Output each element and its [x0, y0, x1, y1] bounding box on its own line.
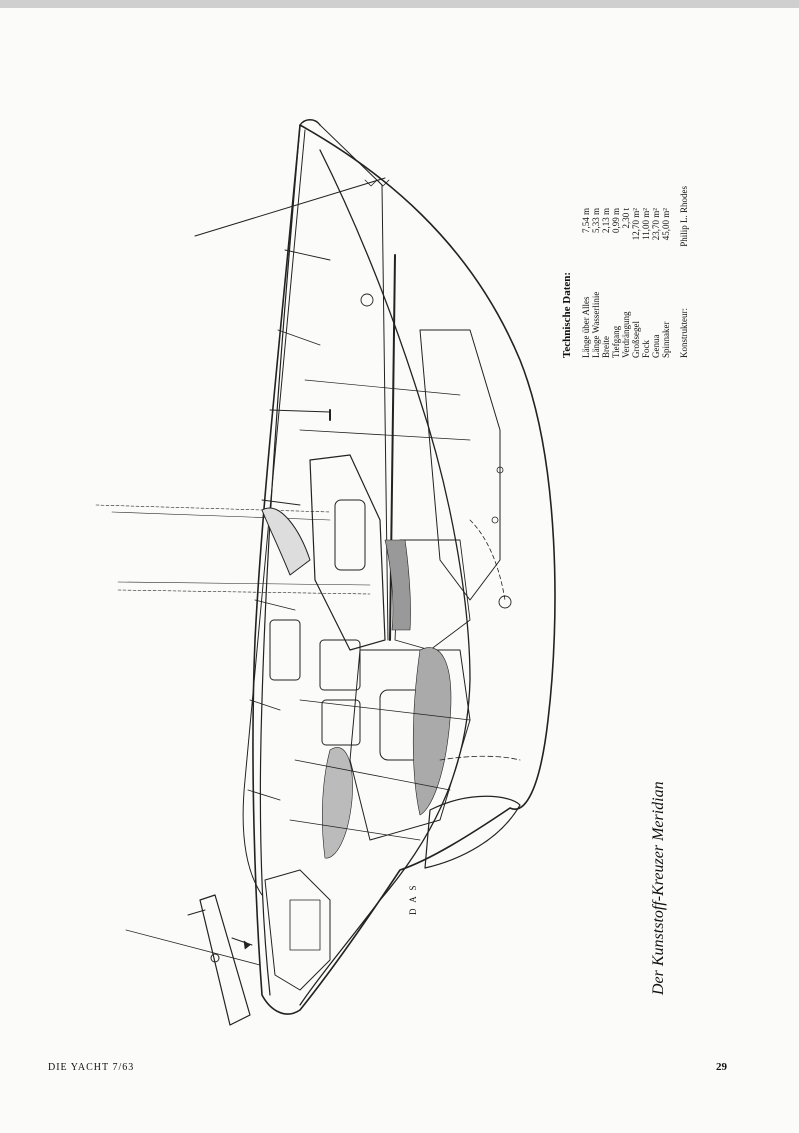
spec-value: 5,33 m — [591, 208, 601, 234]
caption-block: Der Kunststoff-Kreuzer Meridian — [645, 735, 673, 995]
spec-value: 45,00 m² — [661, 208, 671, 241]
designer-label: Konstrukteur: — [679, 308, 689, 358]
lifeline — [242, 129, 306, 896]
spec-value: 2,13 m — [601, 208, 611, 234]
spec-label: Breite — [601, 336, 611, 358]
spec-row: Breite 2,13 m — [601, 208, 611, 358]
spec-label: Spinnaker — [661, 321, 671, 359]
footer-magazine: DIE YACHT 7/63 — [48, 1062, 135, 1073]
deck-line — [299, 149, 471, 1006]
spec-row: Genua 23,70 m² — [651, 208, 661, 358]
spec-row: Spinnaker 45,00 m² — [661, 208, 671, 358]
spec-row: Fock 11,00 m² — [641, 208, 651, 358]
hull-outline — [252, 124, 556, 1015]
spec-row: Verdrängung 2,30 t — [621, 208, 631, 358]
spec-value: 0,99 m — [611, 208, 621, 234]
artist-initials: D A S — [408, 883, 418, 915]
technical-data-block: Technische Daten: Länge über Alles 7,54 m… — [547, 158, 717, 358]
designer-credit: Konstrukteur: Philip L. Rhodes — [679, 158, 689, 358]
page-number: 29 — [716, 1061, 727, 1073]
spec-label: Verdrängung — [621, 311, 631, 359]
spec-row: Länge über Alles 7,54 m — [581, 208, 591, 358]
spec-row: Länge Wasserlinie 5,33 m — [591, 208, 601, 358]
spec-label: Genua — [651, 334, 661, 359]
rudder-blade — [199, 894, 251, 1026]
cabin-top — [309, 454, 386, 651]
forestay — [194, 177, 386, 237]
spec-row: Großsegel 12,70 m² — [631, 208, 641, 358]
technical-data-list: Länge über Alles 7,54 m Länge Wasserlinie… — [581, 158, 671, 358]
spec-value: 11,00 m² — [641, 208, 651, 240]
designer-name: Philip L. Rhodes — [679, 186, 689, 247]
spec-label: Fock — [641, 340, 651, 358]
spec-value: 23,70 m² — [651, 208, 661, 241]
spec-label: Länge über Alles — [581, 296, 591, 358]
keel-outline — [424, 795, 521, 869]
spec-value: 12,70 m² — [631, 208, 641, 241]
spec-label: Länge Wasserlinie — [591, 291, 601, 358]
figure-caption: Der Kunststoff-Kreuzer Meridian — [650, 781, 667, 995]
spec-row: Tiefgang 0,99 m — [611, 208, 621, 358]
spec-value: 7,54 m — [581, 208, 591, 234]
technical-data-title: Technische Daten: — [561, 271, 573, 358]
spec-label: Tiefgang — [611, 325, 621, 358]
spec-label: Großsegel — [631, 321, 641, 358]
spec-value: 2,30 t — [621, 208, 631, 229]
page-top-edge — [0, 0, 799, 8]
